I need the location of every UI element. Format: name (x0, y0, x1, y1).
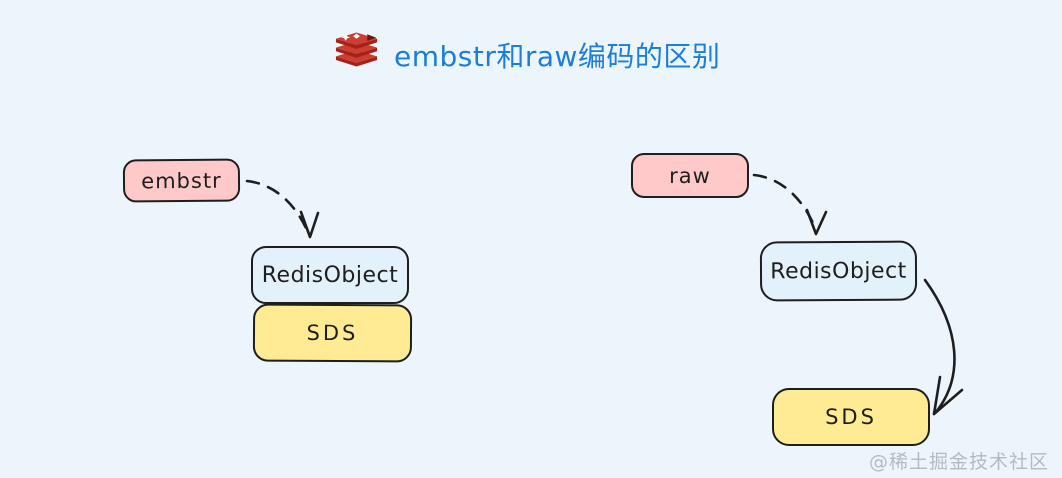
left-sds-label: SDS (306, 320, 359, 346)
raw-label: raw (669, 163, 711, 188)
raw-to-object-arrow (752, 173, 828, 236)
embstr-encoding-node: embstr (122, 158, 241, 203)
right-sds-node: SDS (772, 388, 930, 446)
page-title: embstr和raw编码的区别 (394, 40, 721, 73)
object-to-sds-pointer-arrow (923, 278, 964, 416)
left-sds-node: SDS (252, 303, 413, 363)
raw-encoding-node: raw (631, 153, 749, 198)
embstr-label: embstr (141, 168, 222, 193)
diagram-header: embstr和raw编码的区别 (333, 31, 720, 75)
redis-logo-icon (335, 32, 378, 67)
left-redisobject-label: RedisObject (261, 262, 399, 288)
right-redisobject-label: RedisObject (770, 258, 907, 284)
right-sds-label: SDS (825, 405, 877, 429)
embstr-to-object-arrow (245, 179, 320, 239)
left-redisobject-node: RedisObject (251, 246, 409, 304)
watermark: @稀土掘金技术社区 (868, 451, 1049, 473)
right-redisobject-node: RedisObject (759, 240, 918, 302)
